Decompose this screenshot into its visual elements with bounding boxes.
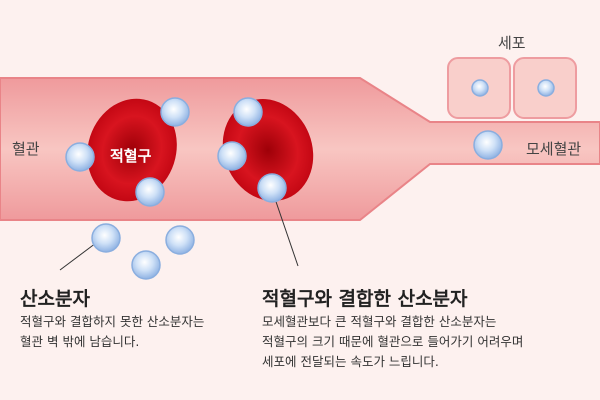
oxygen-molecule xyxy=(65,142,95,172)
oxygen-molecule xyxy=(160,97,190,127)
free-oxygen-desc-line: 혈관 벽 밖에 남습니다. xyxy=(20,334,140,349)
cell-label: 세포 xyxy=(498,34,526,52)
free-oxygen-desc: 적혈구와 결합하지 못한 산소분자는 혈관 벽 밖에 남습니다. xyxy=(20,312,204,352)
oxygen-molecule xyxy=(471,79,489,97)
red-blood-cell-left xyxy=(87,98,177,202)
red-blood-cell-label: 적혈구 xyxy=(110,147,152,165)
bound-oxygen-desc-line: 세포에 전달되는 속도가 느립니다. xyxy=(262,354,439,369)
oxygen-molecule xyxy=(217,141,247,171)
oxygen-molecule xyxy=(233,97,263,127)
capillary-label: 모세혈관 xyxy=(526,140,582,158)
oxygen-molecule xyxy=(91,223,121,253)
oxygen-molecule xyxy=(131,250,161,280)
oxygen-molecule xyxy=(135,177,165,207)
oxygen-molecules xyxy=(65,79,555,280)
bound-oxygen-desc-line: 적혈구의 크기 때문에 혈관으로 들어가기 어려우며 xyxy=(262,334,524,349)
pointer-bound-oxygen xyxy=(271,189,299,267)
bound-oxygen-desc-line: 모세혈관보다 큰 적혈구와 결합한 산소분자는 xyxy=(262,314,497,329)
oxygen-molecule xyxy=(473,130,503,160)
oxygen-molecule xyxy=(537,79,555,97)
bound-oxygen-title: 적혈구와 결합한 산소분자 xyxy=(262,288,468,310)
free-oxygen-title: 산소분자 xyxy=(20,288,90,310)
oxygen-molecule xyxy=(257,173,287,203)
bound-oxygen-desc: 모세혈관보다 큰 적혈구와 결합한 산소분자는 적혈구의 크기 때문에 혈관으로… xyxy=(262,312,523,372)
oxygen-molecule xyxy=(165,225,195,255)
vessel-label: 혈관 xyxy=(12,140,40,158)
free-oxygen-desc-line: 적혈구와 결합하지 못한 산소분자는 xyxy=(20,314,205,329)
